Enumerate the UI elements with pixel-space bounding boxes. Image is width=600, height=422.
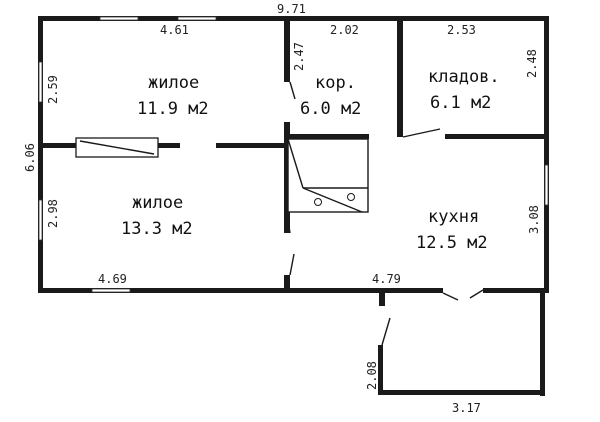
room-name-kitchen: кухня bbox=[428, 207, 479, 227]
burner-1 bbox=[314, 198, 322, 206]
dim-kitchen-height: 3.08 bbox=[527, 205, 541, 234]
dim-storage-height: 2.48 bbox=[525, 49, 539, 78]
room-name-living1: жилое bbox=[148, 73, 199, 93]
outer-walls bbox=[38, 16, 549, 293]
room-name-corridor: кор. bbox=[315, 73, 356, 93]
windows bbox=[38, 16, 549, 293]
dim-living2-height: 2.98 bbox=[46, 199, 60, 228]
room-area-kitchen: 12.5 м2 bbox=[416, 233, 488, 253]
dim-living1-width: 4.61 bbox=[160, 23, 189, 37]
dim-total-width: 9.71 bbox=[277, 2, 306, 16]
dim-porch-width: 3.17 bbox=[452, 401, 481, 415]
doors bbox=[287, 81, 484, 346]
room-area-corridor: 6.0 м2 bbox=[300, 99, 361, 119]
dim-living2-width: 4.69 bbox=[98, 272, 127, 286]
room-area-storage: 6.1 м2 bbox=[430, 93, 491, 113]
stove bbox=[287, 138, 369, 213]
room-name-storage: кладов. bbox=[428, 67, 500, 87]
dim-living1-height: 2.59 bbox=[46, 75, 60, 104]
dim-corridor-height: 2.47 bbox=[292, 42, 306, 71]
dim-porch-height: 2.08 bbox=[365, 361, 379, 390]
room-name-living2: жилое bbox=[132, 193, 183, 213]
radiator bbox=[75, 137, 159, 158]
room-area-living2: 13.3 м2 bbox=[121, 219, 193, 239]
burner-2 bbox=[347, 193, 355, 201]
dim-corridor-width: 2.02 bbox=[330, 23, 359, 37]
dim-storage-width: 2.53 bbox=[447, 23, 476, 37]
dim-total-height: 6.06 bbox=[23, 143, 37, 172]
porch bbox=[378, 293, 545, 396]
dim-kitchen-width: 4.79 bbox=[372, 272, 401, 286]
room-area-living1: 11.9 м2 bbox=[137, 99, 209, 119]
